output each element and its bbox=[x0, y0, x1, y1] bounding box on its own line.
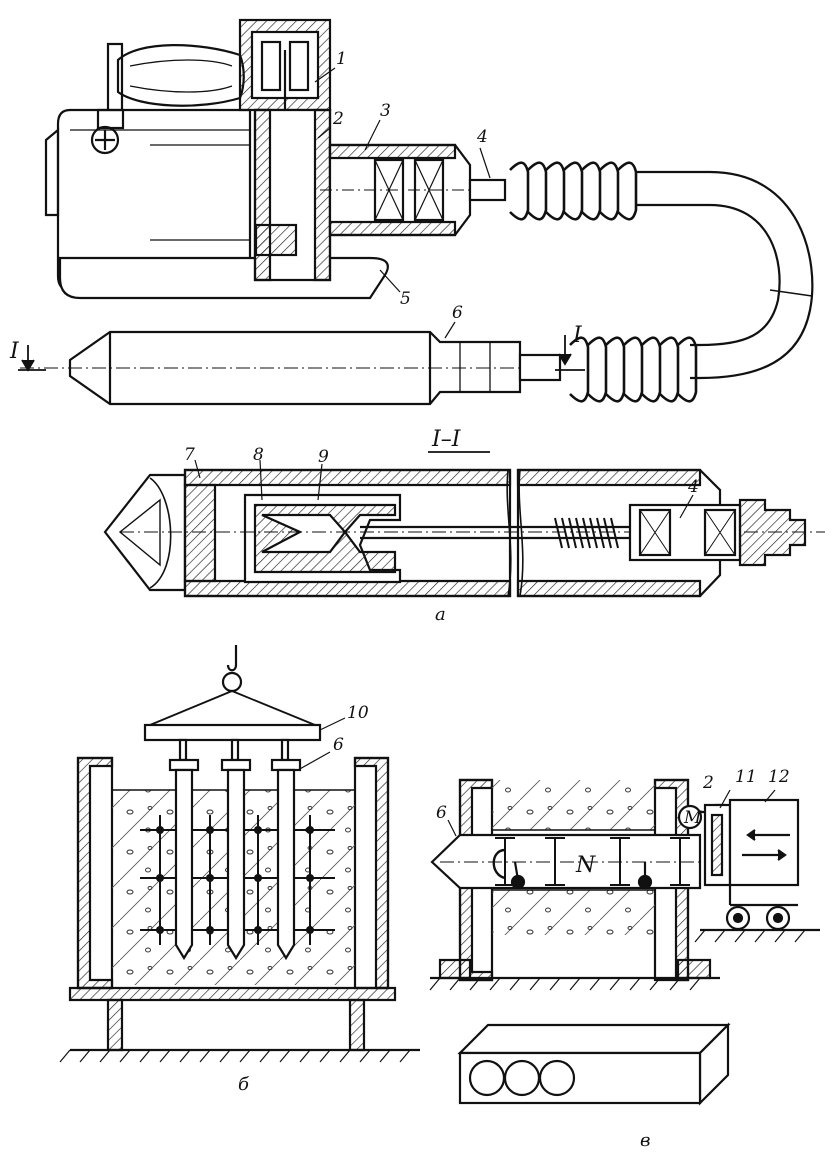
section-marker-left bbox=[18, 345, 46, 372]
label-2-cart: 2 bbox=[702, 773, 714, 793]
label-6-mid: 6 bbox=[333, 735, 344, 755]
leader-lines-top bbox=[314, 67, 491, 339]
label-7: 7 bbox=[184, 445, 195, 465]
hollow-core-slab bbox=[457, 1022, 731, 1106]
pole-letter: N bbox=[575, 853, 596, 878]
section-marker-right bbox=[555, 335, 585, 371]
section-letter-right: I bbox=[572, 323, 583, 348]
label-12: 12 bbox=[768, 767, 790, 787]
vibrator-body bbox=[20, 330, 562, 406]
label-8: 8 bbox=[253, 445, 264, 465]
motor-letter: M bbox=[683, 808, 702, 828]
section-title: I–I bbox=[431, 427, 462, 452]
upper-spring bbox=[509, 161, 638, 221]
label-3: 3 bbox=[380, 101, 391, 121]
switch-box bbox=[238, 18, 332, 120]
caption-a: а bbox=[435, 604, 446, 625]
multi-vibrator-view bbox=[59, 645, 420, 1063]
label-6-cart: 6 bbox=[436, 803, 447, 823]
label-9: 9 bbox=[318, 447, 329, 467]
hollow-core-forming-view bbox=[429, 778, 820, 991]
section-view bbox=[103, 459, 825, 598]
label-4-top: 4 bbox=[476, 127, 488, 147]
caption-v: в bbox=[640, 1130, 650, 1151]
label-4-section: 4 bbox=[687, 477, 699, 497]
vibrator-rods bbox=[168, 738, 302, 961]
vibrator-assembly-view bbox=[18, 18, 814, 406]
base-plate bbox=[58, 256, 389, 300]
label-5: 5 bbox=[400, 289, 411, 309]
label-1: 1 bbox=[336, 49, 347, 69]
lower-spring bbox=[569, 336, 698, 403]
flexible-hose bbox=[636, 170, 814, 380]
caption-b: б bbox=[238, 1074, 250, 1095]
label-10: 10 bbox=[347, 703, 369, 723]
coupling-housing bbox=[320, 143, 500, 237]
flexible-shaft-end bbox=[468, 178, 507, 202]
label-11: 11 bbox=[735, 767, 757, 787]
label-6-top: 6 bbox=[452, 303, 463, 323]
section-letter-left: I bbox=[9, 339, 20, 364]
label-2: 2 bbox=[332, 109, 344, 129]
